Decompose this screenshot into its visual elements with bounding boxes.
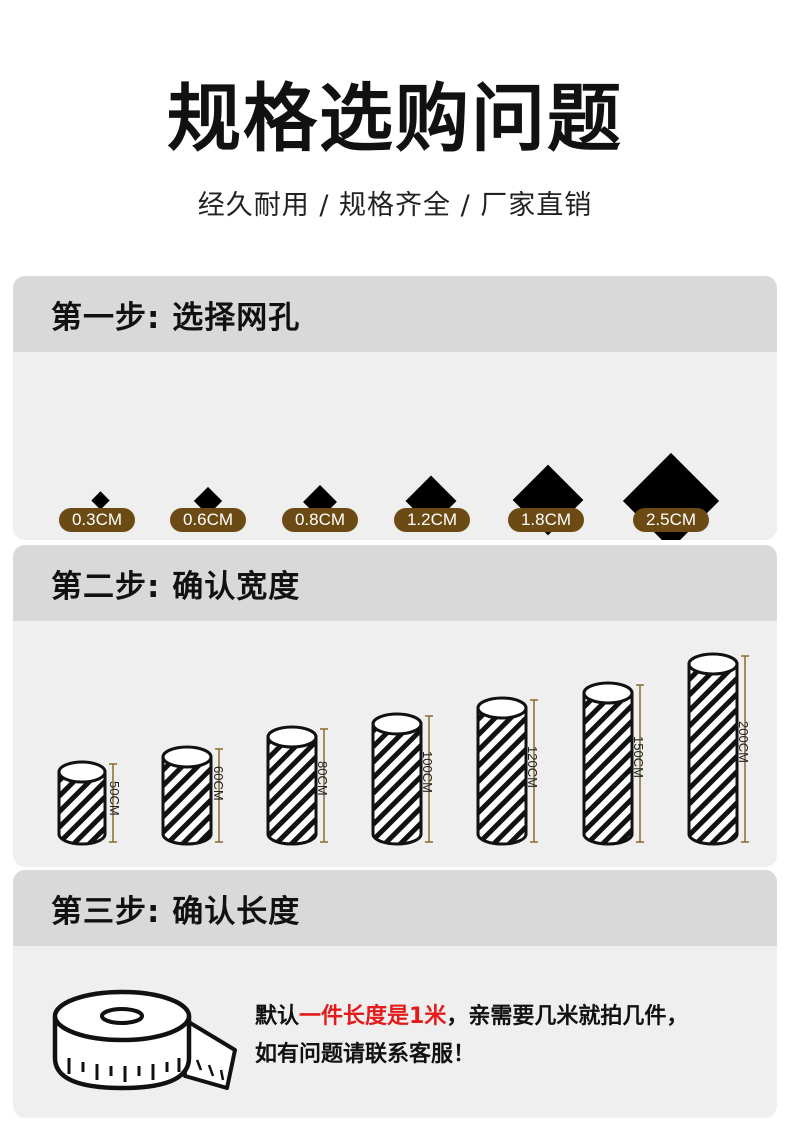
width-label: 100CM [420, 751, 435, 793]
mesh-size-label[interactable]: 0.8CM [282, 508, 358, 532]
page-subtitle: 经久耐用 / 规格齐全 / 厂家直销 [197, 190, 593, 221]
mesh-size-options: 0.3CM 0.6CM 0.8CM 1.2CM 1.8CM 2.5CM [13, 352, 777, 540]
width-label: 80CM [315, 761, 330, 796]
note-prefix: 默认 [255, 1004, 300, 1029]
width-dimension-line [530, 699, 538, 843]
width-cylinders [57, 652, 749, 846]
width-dimension-line [215, 748, 223, 843]
mesh-size-label[interactable]: 0.3CM [59, 508, 135, 532]
width-label: 150CM [631, 736, 646, 778]
length-note: 默认一件长度是1米，亲需要几米就拍几件， [255, 1004, 688, 1030]
width-label: 200CM [736, 721, 751, 763]
width-label: 50CM [107, 781, 122, 816]
note-highlight: 一件长度是1米 [299, 1004, 447, 1029]
width-dimension-line [320, 728, 328, 843]
width-dimension-line [109, 763, 117, 843]
width-cylinder[interactable] [687, 652, 749, 846]
width-options: 50CM 60CM 80CM 100CM 120CM 150CM 200CM [13, 621, 777, 867]
width-label: 120CM [525, 746, 540, 788]
length-info: 默认一件长度是1米，亲需要几米就拍几件， 如有问题请联系客服！ [13, 946, 777, 1118]
width-cylinder[interactable] [371, 712, 433, 846]
step1-card: 第一步: 选择网孔 0.3CM 0.6CM 0.8CM 1.2CM 1.8CM … [13, 276, 777, 540]
width-cylinder[interactable] [57, 760, 117, 846]
page-title: 规格选购问题 [167, 76, 623, 162]
mesh-size-label[interactable]: 0.6CM [170, 508, 246, 532]
width-cylinder[interactable] [266, 725, 328, 846]
step2-card: 第二步: 确认宽度 50CM 60CM 80CM 100CM 120CM 150… [13, 545, 777, 867]
mesh-diamond-1[interactable] [91, 491, 110, 510]
width-cylinder[interactable] [582, 681, 644, 846]
width-cylinder[interactable] [476, 696, 538, 846]
tape-measure-icon [52, 989, 237, 1091]
step3-title: 第三步: 确认长度 [13, 870, 777, 946]
length-note-line2: 如有问题请联系客服！ [255, 1042, 476, 1067]
step1-title: 第一步: 选择网孔 [13, 276, 777, 352]
width-dimension-line [741, 655, 749, 843]
step3-card: 第三步: 确认长度 默认一件长度是1米，亲需要几米就拍几件， 如有问 [13, 870, 777, 1118]
mesh-size-label[interactable]: 2.5CM [633, 508, 709, 532]
step2-title: 第二步: 确认宽度 [13, 545, 777, 621]
note-suffix: ，亲需要几米就拍几件， [446, 1004, 689, 1029]
width-dimension-line [636, 684, 644, 843]
width-dimension-line [425, 715, 433, 843]
mesh-size-label[interactable]: 1.2CM [394, 508, 470, 532]
width-cylinder[interactable] [161, 745, 223, 846]
width-label: 60CM [211, 766, 226, 801]
mesh-size-label[interactable]: 1.8CM [508, 508, 584, 532]
